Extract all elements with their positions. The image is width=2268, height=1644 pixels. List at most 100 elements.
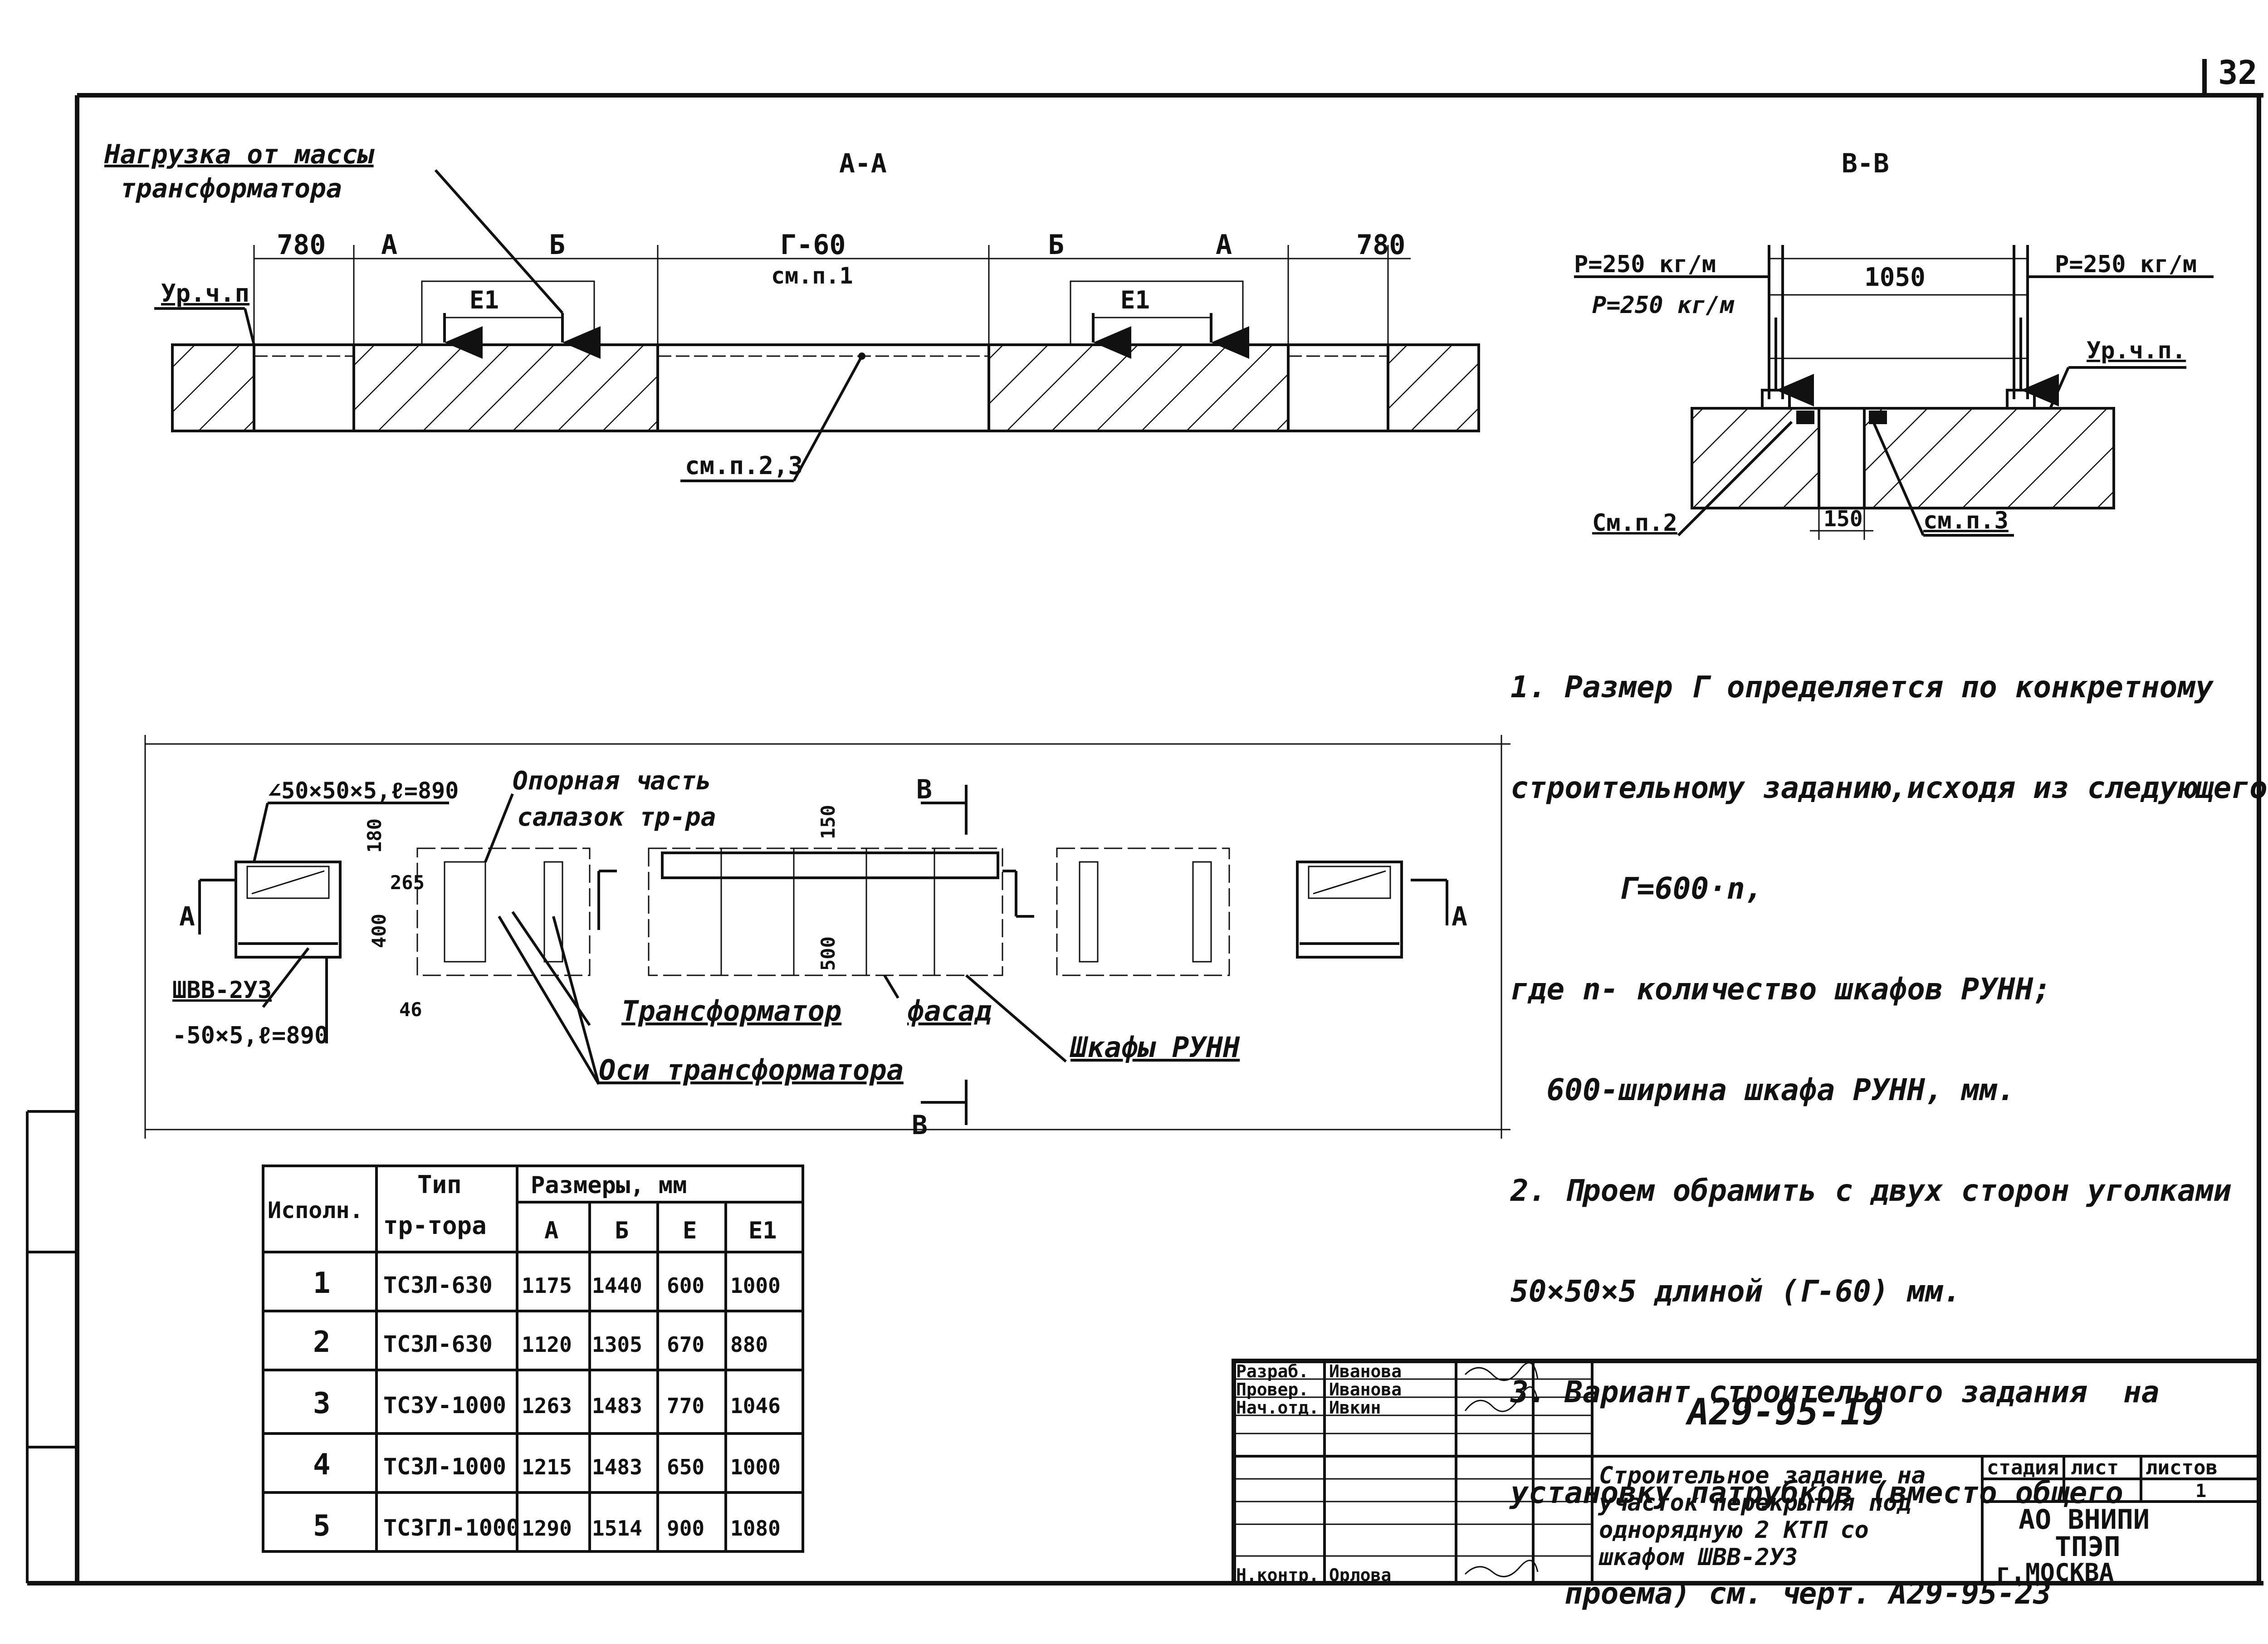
table-type-cell: ТСЗЛ-1000 bbox=[383, 1453, 506, 1480]
note-line: установку патрубков (вместо общего bbox=[1510, 1475, 2124, 1510]
table-variant-cell: 5 bbox=[313, 1509, 331, 1543]
table-size-cell: 1440 bbox=[592, 1273, 642, 1298]
person-name: Ивкин bbox=[1329, 1398, 1381, 1418]
th-b: Б bbox=[615, 1217, 629, 1244]
note-line: проема) см. черт. А29-95-23 bbox=[1510, 1576, 2052, 1611]
th-sizes: Размеры, мм bbox=[531, 1172, 687, 1199]
table-size-cell: 1305 bbox=[592, 1332, 642, 1357]
e1-label-left: Е1 bbox=[469, 286, 499, 314]
bb-ref-left: См.п.2 bbox=[1592, 509, 1677, 537]
dim-a-left: А bbox=[381, 229, 397, 261]
note-line: 1. Размер Г определяется по конкретному bbox=[1510, 670, 2214, 705]
transformer-label: Трансформатор bbox=[621, 994, 841, 1028]
note-line: Г=600·n, bbox=[1510, 871, 1763, 906]
note-line: 2. Проем обрамить с двух сторон уголками bbox=[1510, 1173, 2232, 1208]
title-block: А29-95-19 стадия лист листов 1 АО ВНИПИ … bbox=[1232, 1359, 2261, 1587]
th-a: А bbox=[544, 1217, 558, 1244]
dim-180: 180 bbox=[363, 818, 386, 853]
e1-label-right: Е1 bbox=[1120, 286, 1150, 314]
org-line-2: ТПЭП bbox=[2055, 1531, 2121, 1563]
table-size-cell: 900 bbox=[667, 1516, 704, 1541]
signature-1 bbox=[1464, 1362, 1539, 1381]
th-type-2: тр-тора bbox=[383, 1211, 487, 1240]
table-variant-cell: 2 bbox=[313, 1326, 331, 1359]
bb-gap-dim: 150 bbox=[1823, 506, 1863, 532]
table-size-cell: 670 bbox=[667, 1332, 704, 1357]
bb-ref-right: см.п.3 bbox=[1923, 507, 2009, 534]
drawing-title-line: шкафом ШВВ-2У3 bbox=[1598, 1544, 1798, 1571]
dim-46: 46 bbox=[399, 998, 422, 1021]
table-size-cell: 1215 bbox=[522, 1455, 572, 1479]
role-label: Разраб. bbox=[1236, 1361, 1309, 1381]
strip-label: -50×5,ℓ=890 bbox=[172, 1022, 328, 1049]
signature-3 bbox=[1464, 1560, 1539, 1577]
cabinets-label: Шкафы РУНН bbox=[1069, 1031, 1240, 1064]
drawing-title-line: участок перекрытия под bbox=[1598, 1489, 1911, 1517]
section-bb: В-В 1050 Р=250 кг/м Р=250 кг/м Р=250 кг/… bbox=[1574, 148, 2214, 540]
note-line: 3. Вариант строительного задания на bbox=[1510, 1375, 2160, 1409]
level-label-aa: Ур.ч.п bbox=[161, 279, 249, 308]
th-type-1: Тип bbox=[417, 1170, 462, 1199]
table-size-cell: 1514 bbox=[592, 1516, 642, 1541]
plan-section-b-top: В bbox=[916, 774, 932, 805]
table-type-cell: ТСЗГЛ-1000 bbox=[383, 1515, 520, 1541]
table-variant-cell: 4 bbox=[313, 1448, 331, 1482]
table-size-cell: 1483 bbox=[592, 1394, 642, 1418]
sheet-value: 1 bbox=[2195, 1481, 2206, 1502]
bb-load-right: Р=250 кг/м bbox=[2055, 251, 2197, 278]
bb-level-label: Ур.ч.п. bbox=[2087, 337, 2186, 364]
org-line-1: АО ВНИПИ bbox=[2019, 1504, 2150, 1536]
table-size-cell: 650 bbox=[667, 1455, 704, 1479]
dim-500: 500 bbox=[817, 936, 839, 971]
table-size-cell: 1080 bbox=[730, 1516, 781, 1541]
plan-section-b-bottom: В bbox=[912, 1110, 928, 1140]
sizes-table: Исполн. Тип тр-тора Размеры, мм А Б Е Е1… bbox=[262, 1164, 804, 1553]
table-size-cell: 880 bbox=[730, 1332, 768, 1357]
load-label-2: трансформатора bbox=[120, 173, 342, 204]
dim-a-right: А bbox=[1216, 229, 1232, 261]
note-line: где n- количество шкафов РУНН; bbox=[1510, 972, 2052, 1007]
dim-780-left: 780 bbox=[277, 229, 326, 261]
angle-label: ∠50×50×5,ℓ=890 bbox=[268, 778, 459, 804]
section-aa: А-А Нагрузка от массы трансформатора 780… bbox=[104, 139, 1480, 482]
table-size-cell: 1290 bbox=[522, 1516, 572, 1541]
th-e1: Е1 bbox=[748, 1217, 777, 1244]
section-aa-title: А-А bbox=[839, 148, 887, 179]
bb-load-left: Р=250 кг/м bbox=[1574, 251, 1716, 278]
sheet-label: лист bbox=[2071, 1456, 2119, 1479]
sheets-label: листов bbox=[2146, 1456, 2218, 1479]
dim-g60: Г-60 bbox=[780, 229, 846, 261]
role-label: Провер. bbox=[1236, 1380, 1309, 1399]
support-label-2: салазок тр-ра bbox=[517, 802, 716, 832]
table-size-cell: 1175 bbox=[522, 1273, 572, 1298]
org-line-3: г.МОСКВА bbox=[1996, 1558, 2114, 1587]
dim-780-right: 780 bbox=[1356, 229, 1405, 261]
table-size-cell: 770 bbox=[667, 1394, 704, 1418]
person-name: Орлова bbox=[1329, 1565, 1391, 1585]
person-name: Иванова bbox=[1329, 1380, 1402, 1399]
table-type-cell: ТСЗЛ-630 bbox=[383, 1272, 493, 1298]
table-type-cell: ТСЗЛ-630 bbox=[383, 1331, 493, 1357]
table-size-cell: 1120 bbox=[522, 1332, 572, 1357]
table-size-cell: 1000 bbox=[730, 1455, 781, 1479]
bb-width-dim: 1050 bbox=[1864, 263, 1926, 292]
plan-view: В В А А ∠50×50×5,ℓ=890 Опорная часть сал… bbox=[144, 735, 1510, 1140]
dim-265: 265 bbox=[390, 871, 425, 894]
th-e: Е bbox=[683, 1217, 697, 1244]
support-label-1: Опорная часть bbox=[513, 766, 711, 796]
table-size-cell: 1483 bbox=[592, 1455, 642, 1479]
section-bb-title: В-В bbox=[1842, 148, 1889, 179]
plan-section-a-left: А bbox=[179, 901, 195, 932]
note-line: 600-ширина шкафа РУНН, мм. bbox=[1510, 1072, 2015, 1107]
general-notes: 1. Размер Г определяется по конкретному … bbox=[1510, 603, 2268, 1644]
doc-code: А29-95-19 bbox=[1685, 1391, 1884, 1433]
plan-section-a-right: А bbox=[1452, 901, 1467, 932]
bb-load-left-2: Р=250 кг/м bbox=[1592, 292, 1735, 319]
dim-g60-note: см.п.1 bbox=[771, 263, 853, 289]
table-variant-cell: 3 bbox=[313, 1387, 331, 1420]
drawing-title-line: Строительное задание на bbox=[1599, 1462, 1926, 1489]
dim-b-right: Б bbox=[1048, 229, 1064, 261]
note-line: строительному заданию,исходя из следующе… bbox=[1510, 770, 2268, 805]
dim-400: 400 bbox=[368, 914, 390, 948]
role-label: Н.контр. bbox=[1236, 1565, 1319, 1585]
